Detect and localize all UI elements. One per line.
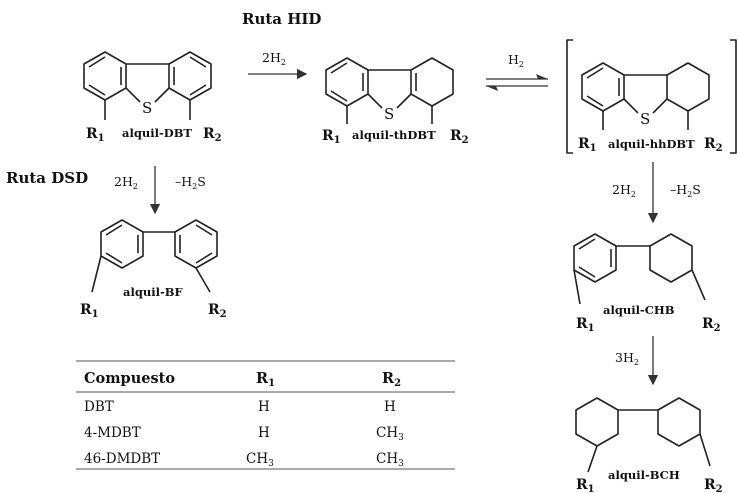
molecule-alquil-bch [575,397,711,473]
substituent-r2: R2 [704,477,723,493]
molecule-alquil-chb [573,233,706,305]
reagent-2h2-hid: 2H2 [612,182,636,199]
reagent-h2: H2 [508,52,524,69]
substituent-r1: R1 [86,126,105,144]
equilibrium-arrows [486,74,548,91]
table-cell-r2: CH3 [376,425,404,443]
table-cell-compound: 4-MDBT [84,425,141,441]
molecule-alquil-bf [91,219,218,293]
molecule-alquil-thdbt [325,57,454,124]
table-cell-compound: 46-DMDBT [84,451,160,467]
substituent-r2: R2 [208,302,227,320]
reagent-minus-h2s-hid: –H2S [670,182,701,199]
molecule-alquil-hhdbt [566,39,737,154]
table-cell-r1: H [258,399,270,415]
substituent-r1: R1 [576,477,595,493]
substituent-r1: R1 [576,316,595,334]
substituent-r1: R1 [578,136,597,154]
sulfur-atom: S [384,105,394,123]
label-alquil-bch: alquil-BCH [608,468,680,482]
route-dsd-title: Ruta DSD [6,169,88,187]
reagent-2h2: 2H2 [262,50,286,67]
table-header-r2: R2 [382,370,401,389]
substituent-table [76,360,455,470]
table-cell-r1: H [258,425,270,441]
substituent-r2: R2 [704,136,723,154]
reagent-2h2-dsd: 2H2 [114,174,138,191]
label-alquil-bf: alquil-BF [123,285,183,299]
substituent-r2: R2 [702,316,721,334]
sulfur-atom: S [640,110,650,128]
molecule-alquil-dbt [83,51,212,120]
table-header-compound: Compuesto [84,370,175,387]
table-header-r1: R1 [256,370,275,389]
label-alquil-hhdbt: alquil-hhDBT [608,137,695,151]
substituent-r2: R2 [203,126,222,144]
table-cell-r2: H [384,399,396,415]
table-cell-r2: CH3 [376,451,404,469]
reagent-3h2: 3H2 [615,350,639,367]
substituent-r1: R1 [322,128,341,146]
table-cell-compound: DBT [84,399,114,415]
table-cell-r1: CH3 [246,451,274,469]
label-alquil-chb: alquil-CHB [603,303,675,317]
label-alquil-dbt: alquil-DBT [122,126,192,140]
substituent-r2: R2 [450,128,469,146]
label-alquil-thdbt: alquil-thDBT [352,128,436,142]
sulfur-atom: S [142,99,152,117]
route-hid-title: Ruta HID [242,10,321,28]
substituent-r1: R1 [80,302,99,320]
reagent-minus-h2s-dsd: –H2S [175,174,206,191]
